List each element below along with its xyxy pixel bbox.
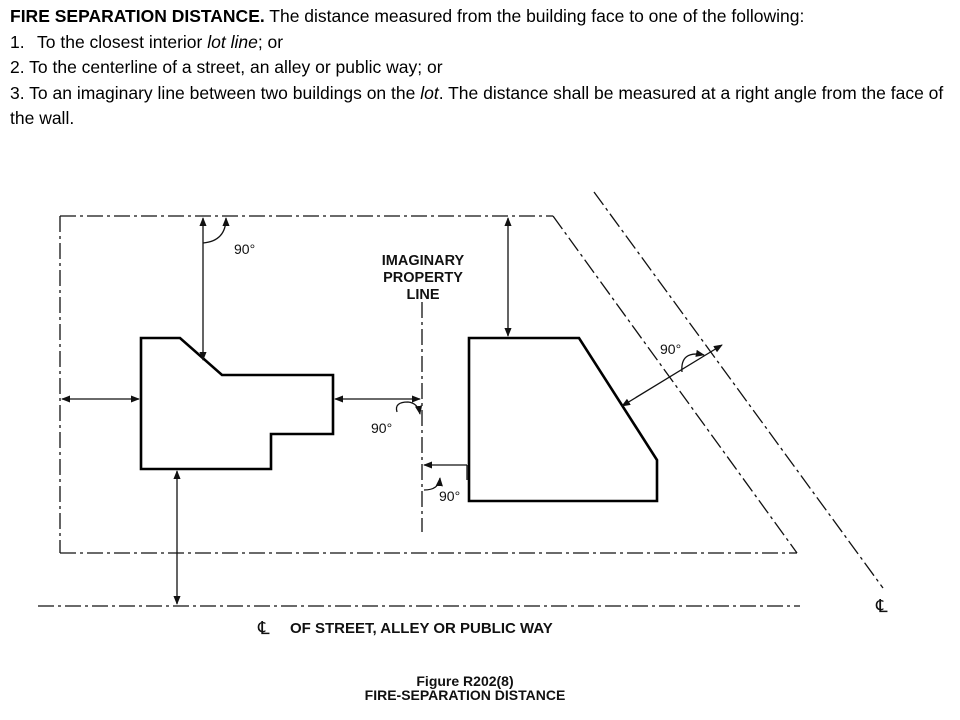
- item-3-text-a: 3. To an imaginary line between two buil…: [10, 82, 421, 103]
- angle-label-middle: 90°: [371, 420, 392, 436]
- street-label: OF STREET, ALLEY OR PUBLIC WAY: [290, 620, 553, 637]
- angle-label-right: 90°: [660, 341, 681, 357]
- definition-intro-text: The distance measured from the building …: [264, 6, 805, 26]
- centerline-symbol-diagonal: ℄: [875, 596, 888, 616]
- angle-arc-right: [681, 349, 705, 373]
- imaginary-label-line-2: PROPERTY: [383, 270, 463, 286]
- arrow-right-to-diagonal-lot-line: [621, 344, 723, 407]
- distance-arrows: [61, 217, 723, 605]
- item-1-text-b: ; or: [257, 31, 284, 52]
- item-1-text-a: To the closest interior: [37, 31, 208, 52]
- figure-caption-number: Figure R202(8): [416, 673, 513, 689]
- definition-item-3: 3. To an imaginary line between two buil…: [10, 81, 950, 132]
- item-3-italic: lot: [420, 82, 439, 103]
- angle-arc-lower: [423, 477, 443, 491]
- angle-label-lower: 90°: [439, 488, 460, 504]
- imaginary-label-line-1: IMAGINARY: [382, 253, 465, 269]
- definition-term: FIRE SEPARATION DISTANCE.: [10, 6, 265, 26]
- imaginary-label-line-3: LINE: [406, 287, 439, 303]
- angle-arc-middle: [395, 401, 423, 415]
- imaginary-line-label: IMAGINARY PROPERTY LINE: [382, 253, 465, 303]
- angle-labels: 90° 90° 90° 90°: [234, 241, 681, 504]
- angle-label-top-left: 90°: [234, 241, 255, 257]
- definition-item-1: 1. To the closest interior lot line; or: [10, 30, 950, 56]
- lot-lines: [59, 215, 798, 554]
- street-centerline-diagonal: [593, 191, 884, 589]
- angle-arcs: [202, 217, 705, 491]
- item-1-italic: lot line: [207, 31, 258, 52]
- angle-arc-top-left: [202, 217, 230, 244]
- item-3-text-b: . The distance shall be measured at a ri…: [10, 82, 944, 129]
- building-left: [139, 336, 335, 471]
- item-1-number: 1.: [10, 31, 25, 52]
- definition-item-2: 2. To the centerline of a street, an all…: [10, 57, 443, 77]
- figure-caption-title: FIRE-SEPARATION DISTANCE: [365, 687, 566, 703]
- centerline-symbol-street: ℄: [257, 618, 270, 638]
- building-right: [467, 336, 659, 503]
- lot-line-diagonal: [552, 215, 798, 554]
- definition-intro: FIRE SEPARATION DISTANCE. The distance m…: [10, 4, 950, 30]
- definition-text: FIRE SEPARATION DISTANCE. The distance m…: [10, 4, 950, 132]
